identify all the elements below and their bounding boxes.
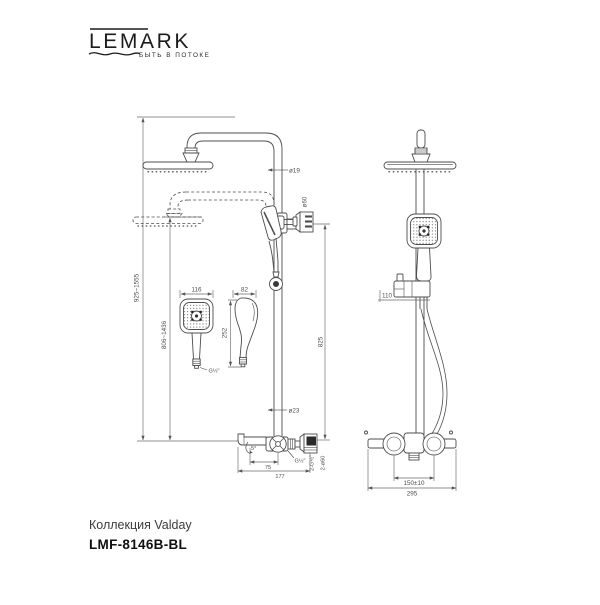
front-dimension-lines xyxy=(137,116,330,442)
riser-pipe-side xyxy=(415,169,425,436)
hand-shower-profile-front xyxy=(234,297,242,364)
shower-hose xyxy=(416,308,448,453)
arm-elbow-inner xyxy=(194,140,204,149)
brand-logo: LEMARK БЫТЬ В ПОТОКЕ xyxy=(88,24,228,64)
slider-bracket xyxy=(393,273,431,298)
thermostatic-mixer xyxy=(364,430,457,461)
hose-nut xyxy=(408,452,420,461)
collection-name: Коллекция Valday xyxy=(89,518,192,532)
dim-handshower-depth: 82 xyxy=(241,287,249,294)
leader-g12 xyxy=(287,450,295,459)
leader-handshower-thread xyxy=(199,367,208,371)
hand-shower-head-profile xyxy=(260,205,282,241)
logo-wave-icon xyxy=(88,52,141,56)
model-number: LMF-8146B-BL xyxy=(89,537,188,552)
brand-tagline: БЫТЬ В ПОТОКЕ xyxy=(139,52,210,59)
dim-handshower-length: 252 xyxy=(222,327,229,338)
flow-handle xyxy=(422,432,446,456)
dim-handshower-thread: G½" xyxy=(209,368,220,375)
dim-bottom-pipe-diameter: ø23 xyxy=(289,408,300,415)
hand-shower-detail xyxy=(179,290,259,371)
lemark-logo-graphic: LEMARK БЫТЬ В ПОТОКЕ xyxy=(88,28,210,59)
dim-spout-thread: G½" xyxy=(295,458,306,465)
hand-shower-side-view xyxy=(406,213,442,309)
temperature-handle xyxy=(382,432,406,456)
rain-shower-head xyxy=(142,161,214,173)
rain-head-lower-position xyxy=(132,191,275,227)
mixer-spout xyxy=(237,433,267,446)
product-info: Коллекция Valday LMF-8146B-BL xyxy=(89,518,192,552)
dim-wall-conn-thread: 2-G½" xyxy=(309,455,316,471)
front-view-drawing xyxy=(132,116,330,473)
dim-height-range-max: 925~1555 xyxy=(134,273,141,302)
riser-pipe-outer xyxy=(201,132,283,436)
hand-shower-handle-front xyxy=(191,332,202,360)
dim-mixer-width: 295 xyxy=(407,491,418,498)
arm-cone xyxy=(182,152,200,163)
side-dimension-lines xyxy=(367,290,457,491)
wall-connection-dark xyxy=(306,436,316,446)
side-view-drawing xyxy=(364,129,457,491)
dim-spout-swivel: 5° xyxy=(251,446,256,452)
dim-spout-reach: 177 xyxy=(275,474,284,480)
riser-pipe-inner xyxy=(203,140,275,436)
hand-shower-handle xyxy=(268,240,275,273)
hand-shower-handle-side xyxy=(416,247,432,282)
swivel-arrow-icon xyxy=(245,441,250,454)
brand-name: LEMARK xyxy=(89,30,191,53)
mixer-center-body xyxy=(403,432,425,454)
dim-column-height: 825 xyxy=(318,336,325,347)
dim-inlet-spacing: 150±10 xyxy=(404,480,425,487)
shower-arm-and-riser xyxy=(182,132,283,436)
dim-wall-conn-diameter: 2-ø60 xyxy=(321,456,327,471)
dim-handshower-width: 116 xyxy=(191,287,202,294)
bath-mixer-front xyxy=(237,433,318,459)
rain-head-side xyxy=(383,161,457,173)
dim-top-pipe-diameter: ø19 xyxy=(289,168,300,175)
hand-shower-on-holder xyxy=(260,205,298,291)
hand-shower-profile-back xyxy=(240,297,259,364)
dim-spout-to-center: 75 xyxy=(265,465,271,471)
dim-bracket-diameter: ø60 xyxy=(302,196,309,207)
arm-elbow-outer xyxy=(186,132,202,148)
side-arm-end xyxy=(411,129,431,163)
dim-height-range-min: 806~1436 xyxy=(161,320,168,349)
dim-slider-offset: 110 xyxy=(382,293,393,300)
dimension-labels: 925~1555 806~1436 ø19 ø60 825 ø23 5° G½"… xyxy=(134,168,425,498)
mixer-dimension-lines xyxy=(237,447,311,473)
